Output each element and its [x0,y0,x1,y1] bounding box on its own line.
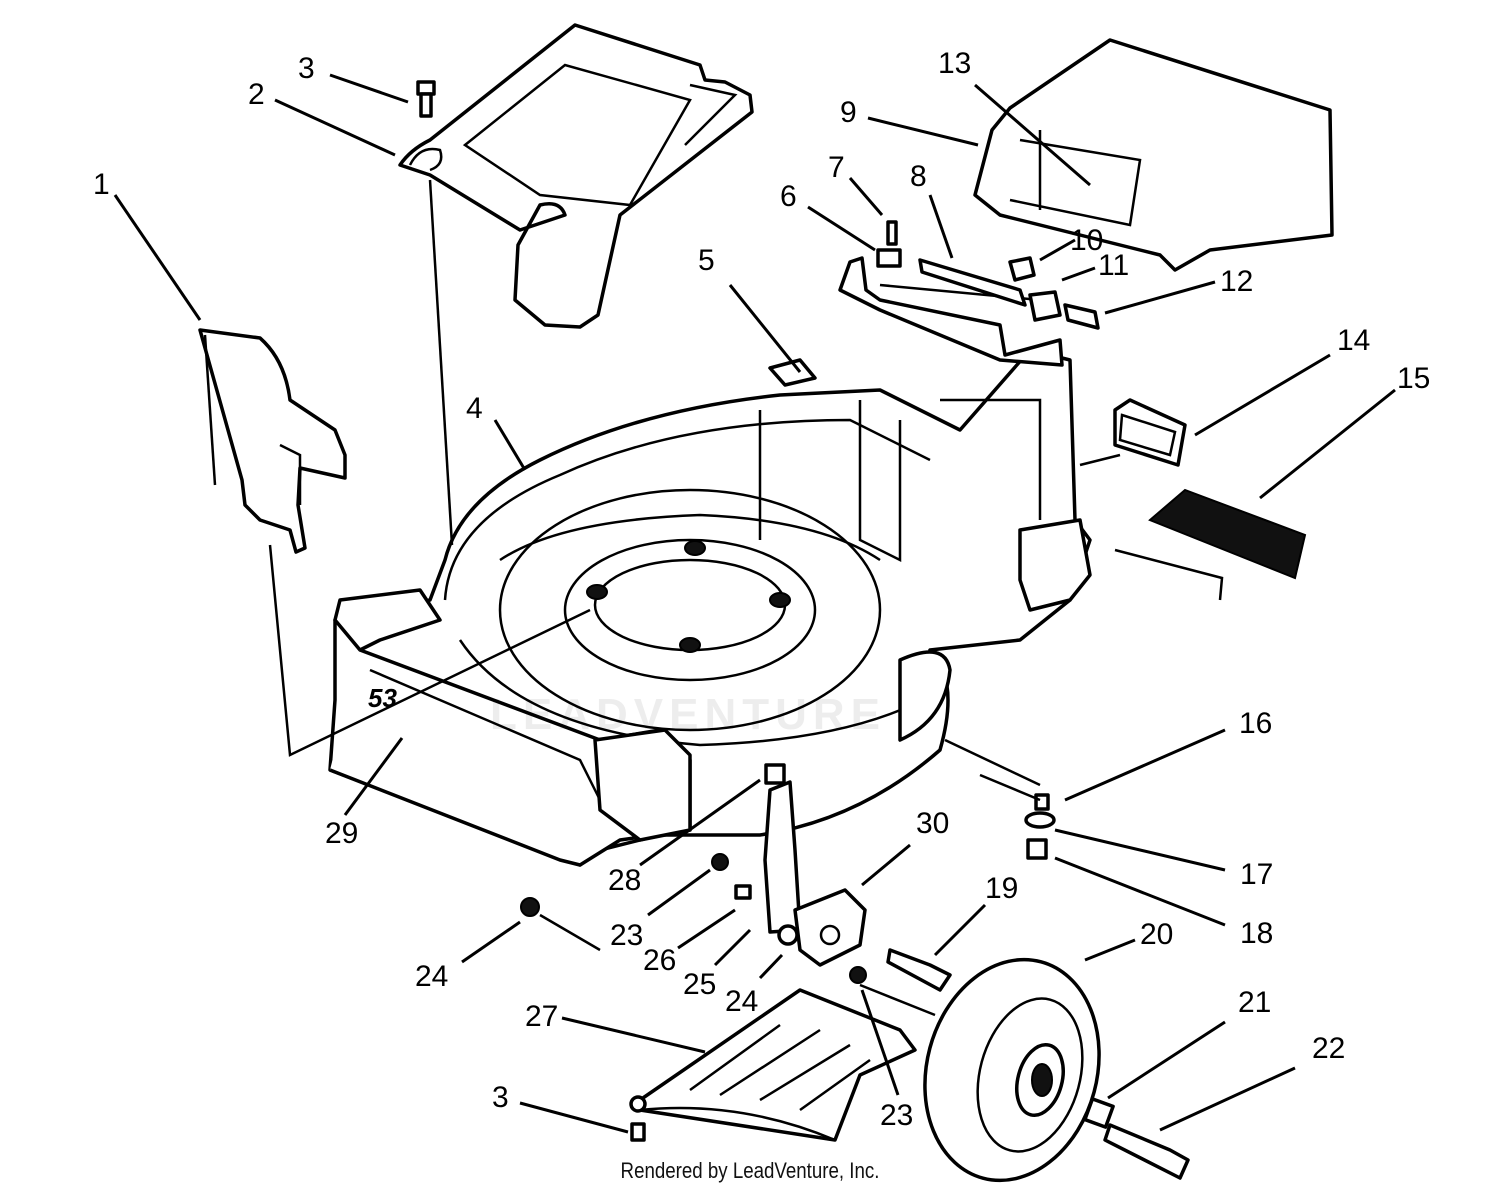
callout-9: 9 [840,96,857,129]
watermark: LEADVENTURE [490,690,887,739]
hardware-16-17-18 [1024,793,1056,860]
callout-3-bottom: 3 [492,1081,509,1114]
callout-16: 16 [1239,707,1272,740]
part-5-decal [768,358,817,387]
part-25-bushing [777,924,799,946]
callout-4: 4 [466,392,483,425]
callout-25: 25 [683,968,716,1001]
part-13-grass-bag [973,38,1334,272]
part-24-nut [520,897,540,917]
callout-15: 15 [1397,362,1430,395]
part-23-washer [711,853,729,871]
callout-7: 7 [828,151,845,184]
part-23-washer-b [849,966,867,984]
callout-27: 27 [525,1000,558,1033]
callout-20: 20 [1140,918,1173,951]
part-20-wheel [923,957,1101,1183]
part-14-air-filter-cover [1113,398,1187,467]
part-15-air-filter [1148,488,1307,580]
part-2-top-cover [398,23,754,329]
callout-29: 29 [325,817,358,850]
part-1-side-plate [198,328,347,554]
part-21-22-axle [1083,1097,1190,1180]
callout-18: 18 [1240,917,1273,950]
callout-23-a: 23 [610,919,643,952]
part-19-bolt [886,948,952,992]
part-8-rod [918,258,1027,307]
callout-11: 11 [1098,249,1129,282]
callout-14: 14 [1337,324,1370,357]
callout-2: 2 [248,78,265,111]
footer-credit: Rendered by LeadVenture, Inc. [620,1158,880,1183]
part-27-rear-deflector [638,988,917,1142]
callout-30: 30 [916,807,949,840]
callout-21: 21 [1238,986,1271,1019]
part-30-height-adjuster [520,763,952,992]
callout-26: 26 [643,944,676,977]
part-6-bracket [876,248,902,268]
callout-10: 10 [1070,224,1103,257]
part-3-bolt [416,80,436,118]
callout-23-b: 23 [880,1099,913,1132]
callout-13: 13 [938,47,971,80]
callout-3-top: 3 [298,52,315,85]
callout-8: 8 [910,160,927,193]
assembly-lines [268,179,1224,1017]
part-10-clip [1008,256,1036,282]
callout-6: 6 [780,180,797,213]
callout-19: 19 [985,872,1018,905]
rear-hinge-assembly [838,220,1100,367]
part-7-screw [886,220,898,246]
leader-lines [113,73,1396,1134]
part-12-pin [1063,303,1100,330]
callout-24-a: 24 [415,960,448,993]
callout-5: 5 [698,244,715,277]
part-28-nut [764,763,786,785]
callout-labels: 3 2 1 4 5 6 7 8 9 10 11 12 13 14 15 16 1… [93,47,1430,1132]
deck-size-decal: 53 [368,683,397,713]
callout-28: 28 [608,864,641,897]
callout-12: 12 [1220,265,1253,298]
callout-17: 17 [1240,858,1273,891]
callout-24-b: 24 [725,985,758,1018]
callout-22: 22 [1312,1032,1345,1065]
part-26-screw [734,884,752,900]
part-3-bolt-bottom [629,1095,647,1142]
callout-1: 1 [93,168,110,201]
part-11-spring [1028,290,1062,322]
part-4-mower-deck: 53 [328,348,1092,867]
